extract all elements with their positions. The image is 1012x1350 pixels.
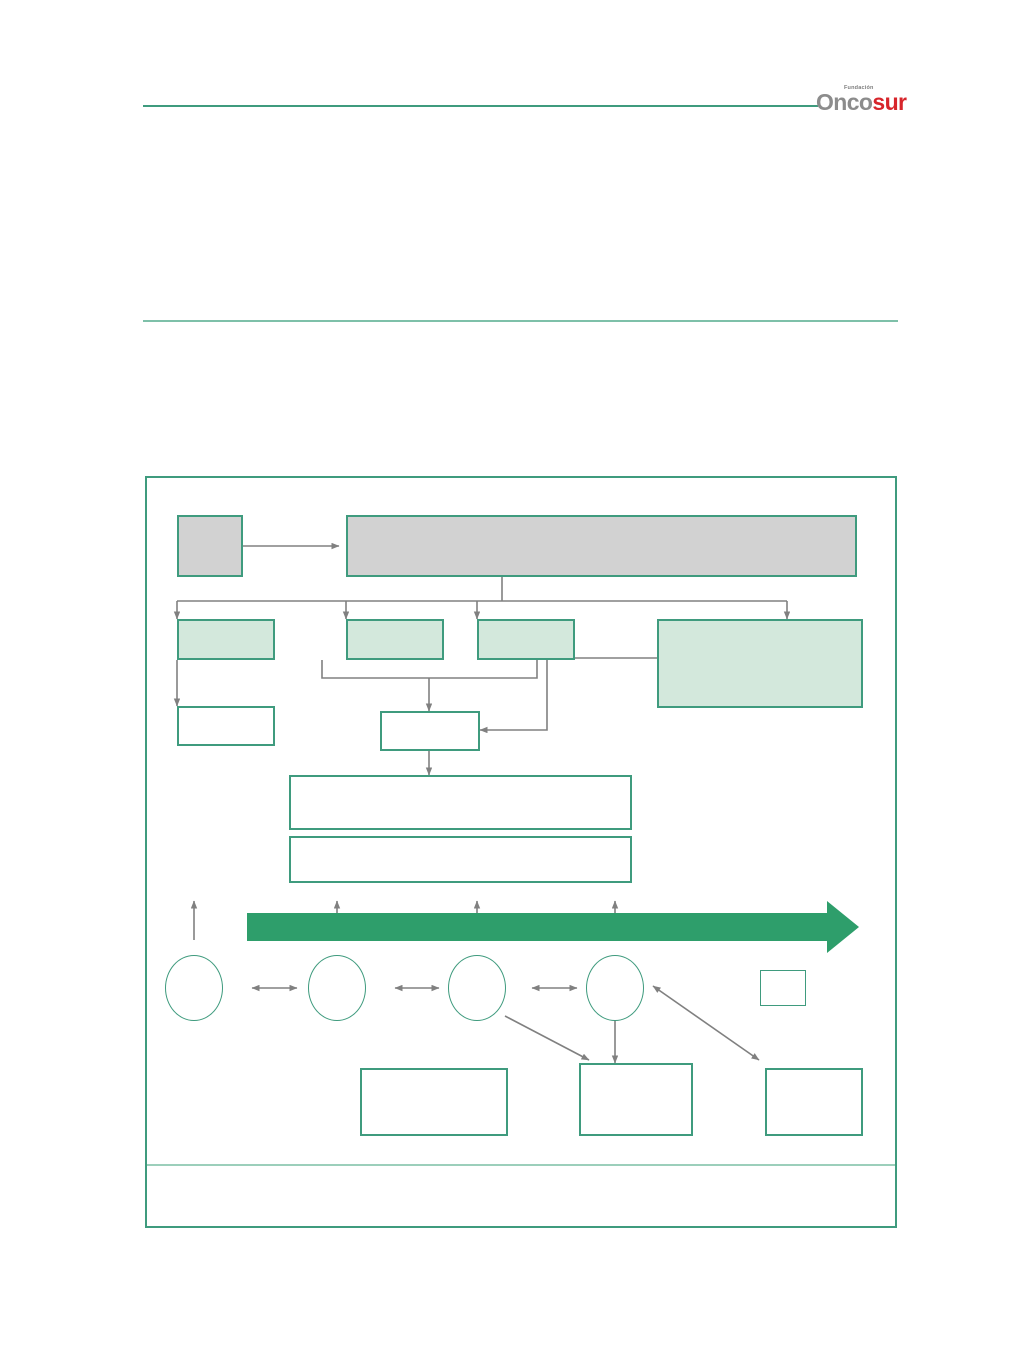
node-branch-3[interactable] <box>477 619 575 660</box>
timeline-arrow <box>247 901 859 953</box>
node-branch-4-tall[interactable] <box>657 619 863 708</box>
node-top-left-gray[interactable] <box>177 515 243 577</box>
logo-sur-text: sur <box>872 89 907 115</box>
node-bottom-left[interactable] <box>360 1068 508 1136</box>
logo-wordmark: Oncosur <box>816 89 907 115</box>
node-circle-4[interactable] <box>586 955 644 1021</box>
node-branch-2[interactable] <box>346 619 444 660</box>
logo-kicker-text: Fundación <box>844 85 874 91</box>
header-rule <box>143 105 815 107</box>
figure-frame <box>145 476 897 1228</box>
figure-caption <box>159 1172 883 1222</box>
node-circle-1[interactable] <box>165 955 223 1021</box>
oncosur-logo: Fundación Oncosur <box>816 85 907 116</box>
figure-caption-divider <box>147 1164 895 1166</box>
node-wide-1[interactable] <box>289 775 632 830</box>
node-circle-3[interactable] <box>448 955 506 1021</box>
node-small-square[interactable] <box>760 970 806 1006</box>
node-bottom-mid[interactable] <box>579 1063 693 1136</box>
logo-onco-text: Onco <box>816 89 873 115</box>
node-branch-1[interactable] <box>177 619 275 660</box>
node-top-banner-gray[interactable] <box>346 515 857 577</box>
node-merge[interactable] <box>380 711 480 751</box>
node-bottom-right[interactable] <box>765 1068 863 1136</box>
section-divider-rule <box>143 320 898 322</box>
node-circle-2[interactable] <box>308 955 366 1021</box>
node-wide-2[interactable] <box>289 836 632 883</box>
header-rule-logo-dash <box>800 105 818 107</box>
node-leaf-left[interactable] <box>177 706 275 746</box>
